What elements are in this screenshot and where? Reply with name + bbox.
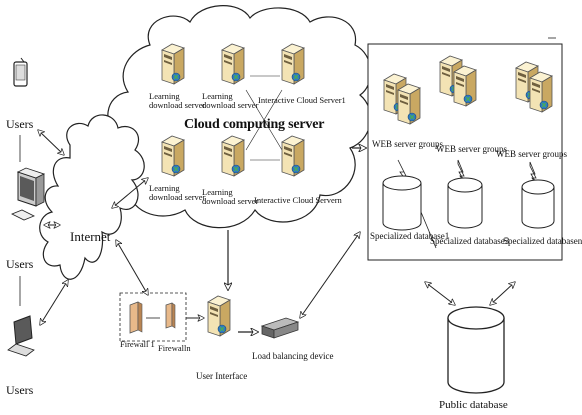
learning-server-3-icon: [161, 135, 185, 177]
cloud-server-label-1: Learning download server: [149, 91, 206, 110]
user-interface-server-icon: [207, 295, 231, 337]
web-group-label-1: WEB server groups: [372, 139, 443, 149]
firewall-label-1: Firewall 1: [120, 339, 155, 349]
learning-server-2-icon: [221, 43, 245, 85]
users-label-3: Users: [6, 383, 34, 397]
learning-server-1-icon: [161, 43, 185, 85]
interactive-server-1-icon: [281, 43, 305, 85]
interactive-server-n-icon: [281, 135, 305, 177]
specialized-db-3-icon: [447, 177, 483, 229]
load-balancer-label: Load balancing device: [252, 351, 334, 361]
laptop-icon: [7, 315, 35, 357]
users-label-1: Users: [6, 117, 34, 131]
firewall-box: [119, 292, 187, 342]
cloud-server-label-5: Learning download server: [202, 187, 259, 206]
cloud-server-label-6: Interactive Cloud Servern: [254, 195, 342, 205]
public-database-icon: [447, 306, 505, 394]
desktop-icon: [11, 167, 46, 221]
web-group-label-2: WEB server groups: [436, 144, 507, 154]
user-interface-label: User Interface: [196, 371, 248, 381]
firewall-n-icon: [165, 302, 176, 329]
internet-cloud-shape: [39, 114, 145, 280]
web-server-2b-icon: [453, 65, 477, 107]
load-balancer-icon: [260, 317, 300, 339]
firewall-1-icon: [129, 301, 143, 334]
firewall-label-n: Firewalln: [158, 343, 191, 353]
web-server-3b-icon: [529, 71, 553, 113]
cloud-server-label-3: Interactive Cloud Server1: [258, 95, 346, 105]
public-db-label: Public database: [439, 399, 508, 411]
cloud-title: Cloud computing server: [184, 117, 325, 132]
learning-server-4-icon: [221, 135, 245, 177]
phone-icon: [13, 57, 28, 87]
db-label-3: Specialized database3: [430, 236, 510, 246]
specialized-db-n-icon: [521, 179, 555, 229]
db-label-1: Specialized database1: [370, 231, 450, 241]
db-label-n: Specialized databasen: [503, 236, 582, 246]
internet-label: Internet: [70, 229, 111, 244]
web-group-label-3: WEB server groups: [496, 149, 567, 159]
web-server-1b-icon: [397, 83, 421, 125]
cloud-server-label-4: Learning download server: [149, 183, 206, 202]
users-label-2: Users: [6, 257, 34, 271]
cloud-server-label-2: Learning download server: [202, 91, 259, 110]
specialized-db-1-icon: [382, 175, 422, 231]
